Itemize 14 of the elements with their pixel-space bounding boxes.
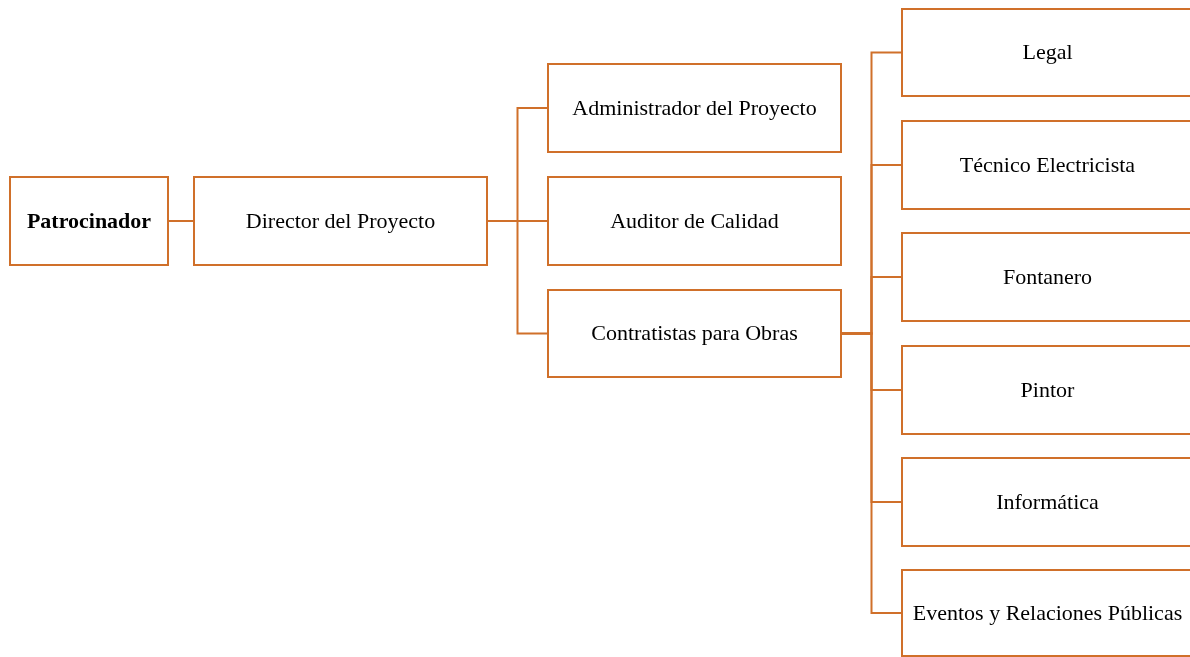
- org-box: Eventos y Relaciones Públicas: [901, 569, 1190, 657]
- org-box: Auditor de Calidad: [547, 176, 842, 266]
- org-box: Técnico Electricista: [901, 120, 1190, 210]
- org-box: Patrocinador: [9, 176, 169, 266]
- org-box: Contratistas para Obras: [547, 289, 842, 378]
- org-box: Administrador del Proyecto: [547, 63, 842, 153]
- org-box: Pintor: [901, 345, 1190, 435]
- connector-line: [841, 332, 902, 614]
- connector-line: [487, 220, 548, 335]
- org-box: Legal: [901, 8, 1190, 97]
- connector-line: [168, 220, 194, 222]
- org-box: Fontanero: [901, 232, 1190, 322]
- org-box: Director del Proyecto: [193, 176, 488, 266]
- org-box: Informática: [901, 457, 1190, 547]
